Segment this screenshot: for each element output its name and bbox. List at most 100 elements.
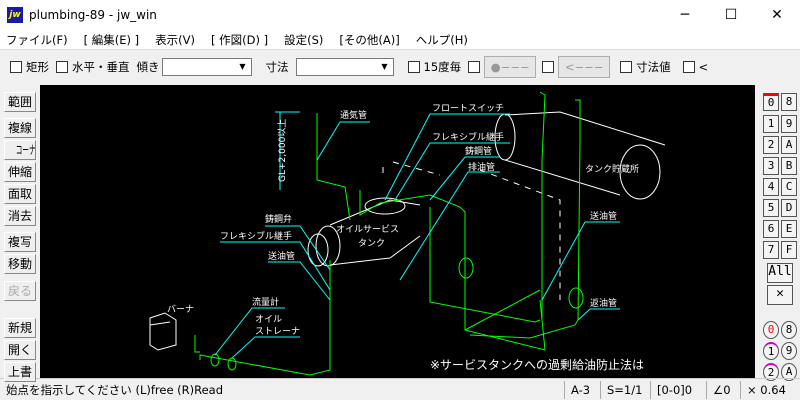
label-service-tank-2: タンク bbox=[358, 238, 385, 249]
group-0[interactable]: 0 bbox=[763, 321, 779, 339]
arrow-line-button[interactable]: <−−− bbox=[558, 56, 611, 78]
minimize-button[interactable]: ─ bbox=[680, 7, 690, 23]
layer-4[interactable]: 4 bbox=[763, 178, 779, 196]
deg15-checkbox[interactable] bbox=[407, 61, 420, 73]
label-burner: バーナ bbox=[167, 304, 194, 315]
zoom-field[interactable]: × 0.64 bbox=[740, 380, 800, 399]
maximize-button[interactable]: ☐ bbox=[724, 7, 738, 23]
layer-1[interactable]: 1 bbox=[763, 115, 779, 133]
menu-edit[interactable]: [ 編集(E) ] bbox=[83, 32, 140, 47]
layer-8[interactable]: 8 bbox=[781, 93, 797, 111]
tool-range[interactable]: 範囲 bbox=[4, 92, 36, 112]
hv-label: 水平・垂直 bbox=[72, 60, 130, 74]
group-A[interactable]: A bbox=[781, 363, 797, 381]
layer-D[interactable]: D bbox=[781, 199, 797, 217]
label-flex2: フレキシブル継手 bbox=[220, 230, 292, 242]
outlines bbox=[149, 111, 666, 351]
tool-new[interactable]: 新規 bbox=[4, 318, 36, 338]
label-return: 返油管 bbox=[590, 297, 617, 309]
btn2-checkbox[interactable] bbox=[542, 61, 555, 73]
service-tank-end bbox=[315, 225, 341, 267]
tool-copy[interactable]: 複写 bbox=[4, 232, 36, 252]
dim-combo[interactable]: ▼ bbox=[295, 58, 394, 76]
point-line-button[interactable]: ●−−− bbox=[484, 56, 537, 78]
label-vent: 通気管 bbox=[340, 109, 367, 121]
title-bar: jw plumbing-89 - jw_win ─ ☐ ✕ bbox=[0, 0, 800, 30]
label-gl: GL+2,000以上 bbox=[277, 119, 288, 182]
layer-E[interactable]: E bbox=[781, 220, 797, 238]
float-switch-housing bbox=[364, 197, 406, 215]
label-feed1: 送油管 bbox=[268, 250, 295, 262]
layer-6[interactable]: 6 bbox=[763, 220, 779, 238]
layer-palette: 0 8 1 9 2 A 3 B 4 C 5 D 6 E 7 F All ✕ 0 … bbox=[757, 85, 800, 381]
tool-chamfer[interactable]: 面取 bbox=[4, 184, 36, 204]
storage-tank-body bbox=[504, 111, 666, 196]
scale-field[interactable]: S=1/1 bbox=[600, 380, 650, 399]
rect-label: 矩形 bbox=[26, 60, 49, 74]
dimval-checkbox[interactable] bbox=[620, 61, 633, 73]
group-8[interactable]: 8 bbox=[781, 321, 797, 339]
label-tank-store: タンク貯蔵所 bbox=[585, 163, 639, 175]
tilt-combo[interactable]: ▼ bbox=[161, 58, 252, 76]
close-button[interactable]: ✕ bbox=[771, 7, 783, 23]
layer-clear-button[interactable]: ✕ bbox=[767, 285, 793, 305]
label-flex1: フレキシブル継手 bbox=[432, 131, 504, 143]
hv-checkbox[interactable] bbox=[56, 61, 68, 73]
burner-outline bbox=[149, 312, 177, 351]
menu-file[interactable]: ファイル(F) bbox=[6, 32, 68, 47]
drawing-canvas[interactable]: 通気管 GL+2,000以上 フロートスイッチ フレキシブル継手 鋳鋼管 排油管… bbox=[40, 85, 755, 378]
line-toolbar: 矩形 水平・垂直 傾き ▼ 寸法 ▼ 15度毎 ●−−− <−−− 寸法値 < bbox=[0, 52, 800, 82]
menu-help[interactable]: ヘルプ(H) bbox=[415, 32, 468, 47]
pump-2 bbox=[568, 287, 584, 309]
tool-erase[interactable]: 消去 bbox=[4, 206, 36, 226]
flowmeter-symbol bbox=[210, 353, 220, 367]
dropdown-arrow-icon: ▼ bbox=[239, 62, 246, 71]
note-text: ※サービスタンクへの過剰給油防止法は bbox=[430, 357, 644, 372]
layer-0[interactable]: 0 bbox=[763, 93, 779, 111]
tool-undo[interactable]: 戻る bbox=[4, 281, 36, 301]
tool-move[interactable]: 移動 bbox=[4, 254, 36, 274]
layer-3[interactable]: 3 bbox=[763, 157, 779, 175]
menu-view[interactable]: 表示(V) bbox=[155, 32, 195, 47]
menu-other[interactable]: [その他(A)] bbox=[339, 32, 400, 47]
paper-size[interactable]: A-3 bbox=[564, 380, 600, 399]
menu-bar: ファイル(F) [ 編集(E) ] 表示(V) [ 作図(D) ] 設定(S) … bbox=[0, 30, 800, 50]
tool-overwrite[interactable]: 上書 bbox=[4, 362, 36, 382]
layer-7[interactable]: 7 bbox=[763, 241, 779, 259]
angle-field[interactable]: ∠0 bbox=[706, 380, 740, 399]
layer-F[interactable]: F bbox=[781, 241, 797, 259]
label-feed2: 送油管 bbox=[590, 210, 617, 222]
menu-settings[interactable]: 設定(S) bbox=[284, 32, 324, 47]
layer-field[interactable]: [0-0]0 bbox=[650, 380, 706, 399]
layer-2[interactable]: 2 bbox=[763, 136, 779, 154]
pump-1 bbox=[458, 257, 474, 279]
window-title: plumbing-89 - jw_win bbox=[29, 8, 157, 22]
tool-parallel[interactable]: 複線 bbox=[4, 118, 36, 138]
feed-pipe bbox=[539, 91, 546, 320]
group-1[interactable]: 1 bbox=[763, 342, 779, 360]
tool-corner-button[interactable]: コーナー bbox=[4, 140, 36, 160]
tool-open[interactable]: 開く bbox=[4, 340, 36, 360]
tilt-label: 傾き bbox=[136, 60, 160, 74]
lt-checkbox[interactable] bbox=[682, 61, 695, 73]
status-bar: 始点を指示してください (L)free (R)Read A-3 S=1/1 [0… bbox=[0, 378, 800, 400]
group-9[interactable]: 9 bbox=[781, 342, 797, 360]
rect-checkbox[interactable] bbox=[10, 61, 22, 73]
oil-pipe bbox=[359, 190, 546, 351]
layer-all-button[interactable]: All bbox=[767, 263, 793, 283]
layer-C[interactable]: C bbox=[781, 178, 797, 196]
group-2[interactable]: 2 bbox=[763, 363, 779, 381]
label-flowmeter: 流量計 bbox=[252, 296, 279, 308]
tool-stretch[interactable]: 伸縮 bbox=[4, 162, 36, 182]
storage-tank-end2 bbox=[619, 144, 661, 200]
vent-pipe bbox=[316, 113, 351, 221]
layer-A[interactable]: A bbox=[781, 136, 797, 154]
dim-label: 寸法 bbox=[265, 60, 289, 74]
layer-9[interactable]: 9 bbox=[781, 115, 797, 133]
layer-B[interactable]: B bbox=[781, 157, 797, 175]
pit-outline bbox=[382, 161, 561, 300]
cad-drawing: 通気管 GL+2,000以上 フロートスイッチ フレキシブル継手 鋳鋼管 排油管… bbox=[149, 91, 666, 376]
btn1-checkbox[interactable] bbox=[468, 61, 481, 73]
menu-draw[interactable]: [ 作図(D) ] bbox=[210, 32, 269, 47]
layer-5[interactable]: 5 bbox=[763, 199, 779, 217]
